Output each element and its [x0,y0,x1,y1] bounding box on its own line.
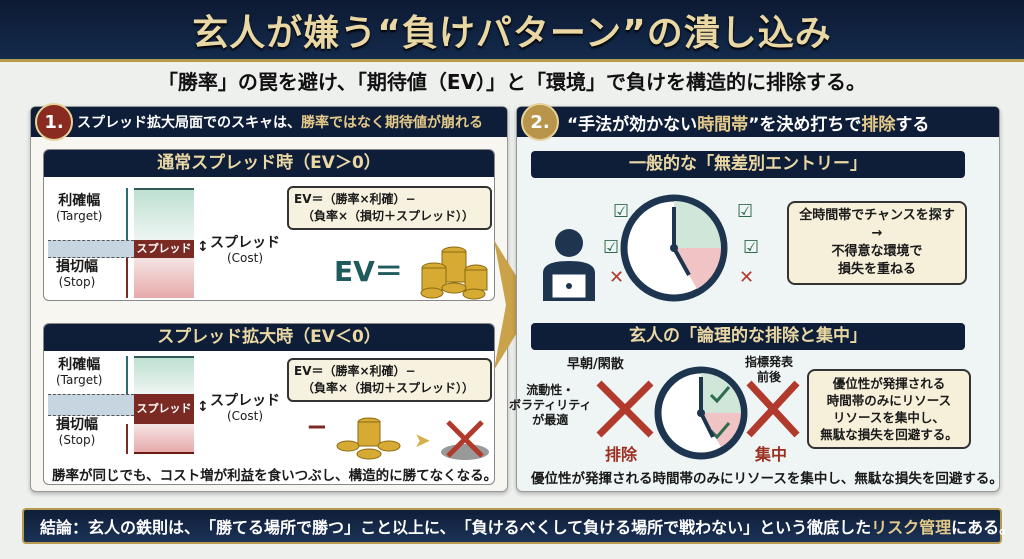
heading-text: スプレッド拡大局面でのスキャは、 [77,115,301,131]
clock-pro-icon [654,366,748,460]
number-badge: 2. [521,103,559,141]
ev-formula: EV＝（勝率×利確）−（負率×（損切＋スプレッド）） [287,186,492,230]
indicator-label: 指標発表前後 [745,355,794,384]
early-morning-label: 早朝/閑散 [567,357,624,372]
stop-label: 損切幅(Stop) [56,417,98,448]
left-panel: 1. スプレッド拡大局面でのスキャは、勝率ではなく期待値が崩れる 通常スプレッド… [30,103,508,492]
check-icon: ☑ [737,201,754,222]
exclude-cross-icon [596,380,654,438]
spread-tag: スプレッド [134,394,194,424]
clock-general-icon [620,194,728,302]
widened-spread-card: スプレッド拡大時（EV＜0） 利確幅(Target) スプレッド ↕ スプレッド… [43,323,495,485]
card-title: 通常スプレッド時（EV＞0） [44,150,494,177]
left-panel-header: 1. スプレッド拡大局面でのスキャは、勝率ではなく期待値が崩れる [31,103,507,141]
trader-icon [543,229,595,301]
stop-bar [134,424,194,454]
title-bar: 玄人が嫌う“負けパターン”の潰し込み [0,0,1024,62]
page-title: 玄人が嫌う“負けパターン”の潰し込み [192,12,832,54]
general-speech-bubble: 全時間帯でチャンスを探す→不得意な環境で損失を重ねる [787,201,967,285]
coins-icon [336,417,401,460]
check-icon: ☑ [743,237,760,258]
spread-arrow-icon: ↕ [197,239,209,255]
stop-label: 損切幅(Stop) [56,259,98,290]
check-icon: ☑ [613,201,630,222]
cross-icon: ✕ [739,267,755,288]
pro-speech-bubble: 優位性が発揮される時間帯のみにリソースリソースを集中し、無駄な損失を回避する。 [807,369,971,449]
right-arrow-icon: ➤ [414,428,431,452]
general-entry-title: 一般的な「無差別エントリー」 [531,151,965,178]
widened-note: 勝率が同じでも、コスト増が利益を食いつぶし、構造的に勝てなくなる。 [52,468,495,484]
target-label: 利確幅(Target) [56,357,103,388]
focus-cross-icon [746,380,800,438]
liquidity-label: 流動性・ボラティリティが最適 [509,383,592,427]
normal-spread-card: 通常スプレッド時（EV＞0） 利確幅(Target) スプレッド ↕ スプレッド… [43,149,495,301]
pro-approach-title: 玄人の「論理的な排除と集中」 [531,323,965,350]
card-title: スプレッド拡大時（EV＜0） [44,324,494,351]
stop-arrow-icon [126,424,128,454]
conclusion-bar: 結論：玄人の鉄則は、「勝てる場所で勝つ」こと以上に、「負けるべくして負ける場所で… [22,508,1015,544]
transition-arrow-icon [494,240,534,370]
stop-bar [134,258,194,298]
focus-label: 集中 [755,445,788,464]
target-bar [134,356,194,394]
spread-arrow-icon: ↕ [197,399,209,415]
exclude-label: 排除 [605,445,638,464]
target-bar [134,188,194,240]
ev-label: EV＝ [334,255,403,288]
target-label: 利確幅(Target) [56,193,103,224]
spread-label: スプレッド(Cost) [210,235,280,266]
subtitle: 「勝率」の罠を避け、「期待値（EV）」と「環境」で負けを構造的に排除する。 [157,70,867,94]
target-arrow-icon [126,356,128,394]
pro-note: 優位性が発揮される時間帯のみにリソースを集中し、無駄な損失を回避する。 [531,471,1003,487]
stop-arrow-icon [126,258,128,298]
ev-formula: EV＝（勝率×利確）−（負率×（損切＋スプレッド）） [287,358,492,402]
spread-band [48,240,134,258]
cross-icon [441,420,489,460]
spread-tag: スプレッド [134,240,194,258]
right-panel-header: 2. “手法が効かない時間帯”を決め打ちで排除する [517,103,999,141]
minus-sign: − [306,412,328,442]
target-arrow-icon [126,188,128,240]
right-panel: 2. “手法が効かない時間帯”を決め打ちで排除する 一般的な「無差別エントリー」… [509,103,1003,492]
heading-highlight: 勝率ではなく期待値が崩れる [301,115,483,131]
cross-icon: ✕ [609,267,625,288]
spread-band [48,394,134,416]
coins-stack-icon [420,246,488,300]
spread-label: スプレッド(Cost) [210,393,280,424]
number-badge: 1. [35,103,73,141]
check-icon: ☑ [603,237,620,258]
